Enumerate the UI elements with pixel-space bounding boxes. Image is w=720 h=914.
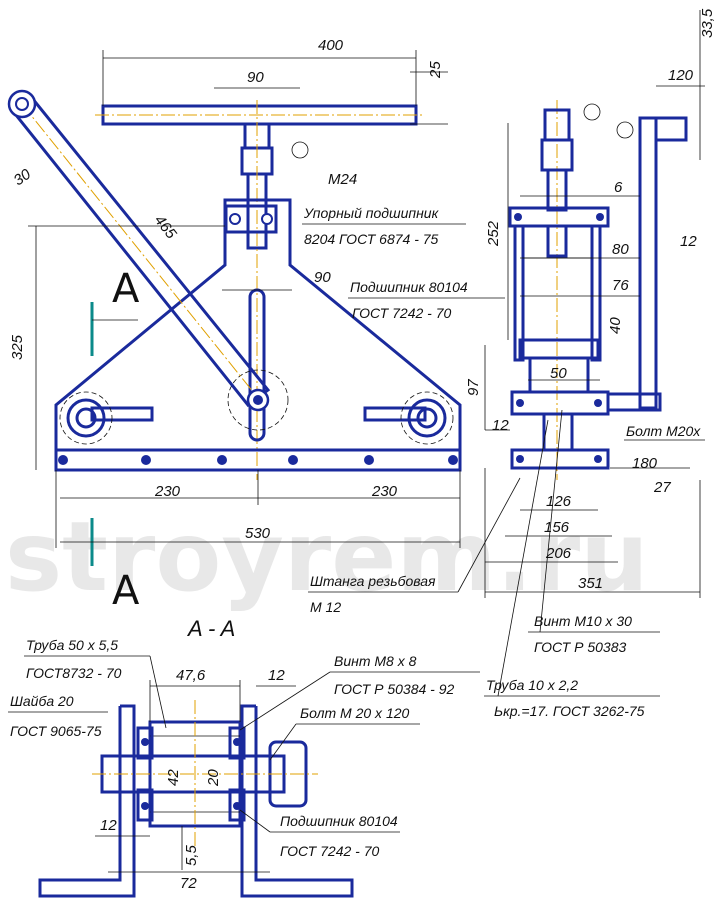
dim-total-span: 530 [245, 525, 271, 542]
note-pipe-50-1: Труба 50 х 5,5 [26, 637, 118, 653]
dim-plate-thickness: 6 [614, 179, 623, 196]
dim-width-72: 72 [180, 875, 197, 892]
section-title: A - A [186, 616, 235, 641]
note-washer-1: Шайба 20 [10, 693, 74, 709]
left-roller [66, 398, 106, 438]
note-thrust-bearing-1: Упорный подшипник [303, 205, 440, 221]
side-view: 33,5 120 6 252 80 12 76 40 97 50 12 180 … [291, 8, 716, 719]
note-pipe-10-1: Труба 10 х 2,2 [486, 677, 578, 693]
section-marker-bottom: A [112, 568, 140, 614]
note-bolt-m20-120: Болт М 20 х 120 [300, 705, 410, 721]
base-strip [54, 448, 462, 472]
dim-height-5-5: 5,5 [183, 844, 200, 866]
dim-inner-50: 50 [550, 365, 567, 382]
dim-column-height: 252 [485, 220, 502, 247]
dim-lever-length: 465 [151, 212, 180, 243]
dim-width-47-6: 47,6 [176, 667, 206, 684]
dim-gap-12: 12 [680, 233, 697, 250]
dim-flange-12: 12 [268, 667, 285, 684]
crank-shaft [606, 392, 662, 412]
dim-bar-length: 400 [318, 37, 344, 54]
note-pipe-50-2: ГОСТ8732 - 70 [26, 665, 122, 681]
section-view: A - A 47,6 12 42 20 12 5,5 [8, 616, 480, 898]
dim-frame-height: 325 [9, 334, 26, 360]
dim-base-27: 27 [653, 479, 671, 496]
dim-half-span-left: 230 [154, 483, 181, 500]
note-screw-m8-2: ГОСТ Р 50384 - 92 [334, 681, 455, 697]
dim-lever-width: 30 [11, 165, 35, 189]
dim-width-156: 156 [544, 519, 570, 536]
dim-width-126: 126 [546, 493, 572, 510]
crank-grip [654, 116, 688, 142]
dim-diameter-42: 42 [165, 769, 182, 786]
note-bearing-section-2: ГОСТ 7242 - 70 [280, 843, 379, 859]
dim-handle-width: 120 [668, 67, 694, 84]
note-bearing-1: Подшипник 80104 [350, 279, 468, 295]
section-marker-top: A [112, 266, 140, 312]
dim-diameter-20: 20 [205, 769, 222, 787]
dim-bottom-12: 12 [492, 417, 509, 434]
side-base [510, 448, 610, 470]
note-screw-m8-1: Винт М8 х 8 [334, 653, 417, 669]
dim-half-span-right: 230 [371, 483, 398, 500]
note-washer-2: ГОСТ 9065-75 [10, 723, 102, 739]
dim-bottom-12-section: 12 [100, 817, 117, 834]
dim-thread: M24 [328, 171, 357, 188]
crank-arm [638, 116, 658, 410]
dim-width-76: 76 [612, 277, 629, 294]
note-pipe-10-2: Ькр.=17. ГОСТ 3262-75 [494, 703, 645, 719]
dim-top-offset: 33,5 [699, 8, 716, 38]
dim-width-351: 351 [578, 575, 603, 592]
dim-hub-width: 90 [247, 69, 264, 86]
dim-slot-width: 90 [314, 269, 331, 286]
note-thrust-bearing-2: 8204 ГОСТ 6874 - 75 [304, 231, 439, 247]
watermark: stroyrem.ru [5, 501, 649, 613]
note-bolt-m20: Болт М20х [626, 423, 701, 439]
note-threaded-rod-1: Штанга резьбовая [310, 573, 436, 589]
left-bracket [38, 704, 136, 898]
side-bearing-block [510, 390, 610, 416]
note-threaded-rod-2: М 12 [310, 599, 341, 615]
dim-width-206: 206 [545, 545, 572, 562]
front-view: A A 400 90 25 M24 30 465 90 325 230 230 … [7, 37, 521, 615]
note-bearing-2: ГОСТ 7242 - 70 [352, 305, 451, 321]
right-roller [407, 398, 447, 438]
dim-diameter-40: 40 [607, 317, 624, 334]
dim-base-180: 180 [632, 455, 658, 472]
note-screw-m10-2: ГОСТ Р 50383 [534, 639, 626, 655]
note-screw-m10-1: Винт М10 х 30 [534, 613, 632, 629]
note-bearing-section-1: Подшипник 80104 [280, 813, 398, 829]
right-bracket [240, 704, 354, 898]
dim-width-80: 80 [612, 241, 629, 258]
dim-height-97: 97 [465, 379, 482, 396]
dim-bar-diameter: 25 [427, 61, 444, 79]
